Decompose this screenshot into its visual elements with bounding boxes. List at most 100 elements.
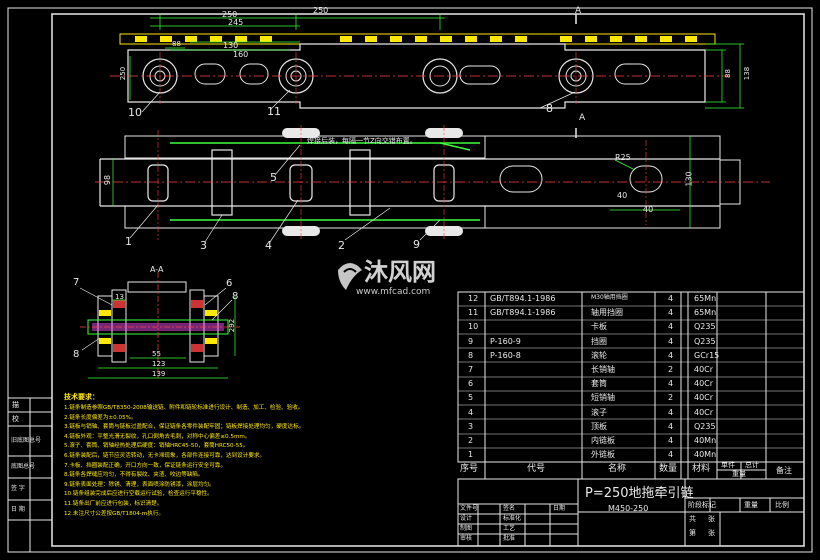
tb-shares: 共 [689, 515, 696, 523]
bom-cell-material: 40Mn [694, 436, 717, 445]
bom-cell-no: 8 [468, 350, 474, 360]
dim-245: 245 [228, 18, 244, 27]
tb-draw: 制图 [460, 525, 473, 532]
dim-40a: 40 [643, 205, 654, 214]
tb-date: 日期 [553, 505, 566, 512]
tech-requirements: 1.链条制造参照GB/T8350-2008输送链、附件和链轮标准进行设计、制造、… [64, 404, 454, 519]
dim-292: 292 [228, 318, 237, 333]
bom-cell-material: GCr15 [694, 350, 720, 360]
callout-10: 10 [128, 106, 142, 119]
bom-cell-code: P-160-8 [490, 350, 521, 360]
bom-cell-qty: 4 [668, 308, 674, 318]
bom-header-weight: 重量 [732, 470, 746, 478]
section-marker-a-bottom: A [579, 113, 586, 123]
bom-row-lines [458, 305, 804, 449]
bom-cell-name: 轴用挡圈 [591, 308, 623, 318]
callout-4: 4 [265, 239, 272, 252]
callout-1: 1 [125, 235, 132, 248]
tb-sheet-label: 张 [708, 515, 715, 523]
watermark-brand: 沐风网 [364, 258, 436, 286]
callout-7: 7 [73, 277, 80, 288]
callout-9: 9 [413, 238, 420, 251]
titleblock-grid [457, 478, 805, 547]
bom-cell-material: Q235 [694, 336, 716, 346]
drawing-title: P=250地拖牵引链 [585, 486, 694, 501]
bom-cell-material: 65Mn [694, 294, 717, 303]
tech-line: 8.链条各焊缝应均匀，不得有裂纹、夹渣、咬边等缺陷。 [64, 472, 204, 479]
bom-cell-qty: 4 [668, 322, 674, 332]
tech-line: 7.卡板、挡圈装配正确，开口方向一致，保证链条运行安全可靠。 [64, 462, 226, 469]
tech-line: 2.链条长度偏差为±0.05%。 [64, 414, 137, 421]
strip-trace: 描 [12, 401, 19, 409]
dim-250-top: 250 [313, 6, 329, 15]
section-title: A-A [150, 265, 164, 274]
bom-header-remark: 备注 [776, 466, 792, 475]
bom-cell-qty: 4 [668, 294, 674, 303]
bom-cell-material: 40Cr [694, 365, 714, 374]
dim-160: 160 [233, 50, 249, 59]
bom-cell-name: 滚子 [591, 407, 607, 417]
bom-header-code: 代号 [527, 464, 546, 474]
bom-cell-material: 40Cr [694, 393, 714, 403]
bom-cell-qty: 4 [668, 436, 674, 445]
tb-weight: 重量 [744, 501, 758, 509]
tech-title: 技术要求： [64, 393, 99, 401]
tech-line: 5.滚子、套筒、销轴经热处理后硬度：销轴HRC45-50，套筒HRC50-55。 [64, 443, 249, 450]
bom-cell-qty: 4 [668, 421, 674, 431]
strip-sign: 签 字 [11, 485, 25, 492]
dim-130: 130 [223, 41, 239, 50]
bom-cell-no: 3 [468, 421, 474, 431]
bom-cell-name: 短销轴 [591, 393, 615, 403]
bom-cell-material: Q235 [694, 322, 716, 332]
tech-line: 10.链条组装完成后应进行空载运行试验，检查运行平稳性。 [64, 491, 213, 498]
bom-cell-material: 65Mn [694, 308, 717, 318]
section-marker-a-top: A [575, 6, 582, 16]
bom-cell-no: 10 [468, 322, 479, 332]
bom-cell-qty: 4 [668, 350, 674, 360]
dim-55: 55 [152, 350, 161, 358]
callout-6: 6 [226, 278, 233, 289]
bom-cell-qty: 4 [668, 336, 674, 346]
bom-cell-name: 滚轮 [591, 350, 607, 360]
bom-cell-qty: 2 [668, 393, 674, 403]
bom-cell-no: 12 [468, 294, 479, 303]
tb-stage: 阶段标记 [688, 501, 716, 509]
tech-line: 1.链条制造参照GB/T8350-2008输送链、附件和链轮标准进行设计、制造、… [64, 405, 304, 411]
dim-139: 139 [152, 370, 166, 378]
bom-cell-name: M30轴用挡圈 [591, 294, 628, 301]
bom-header-total-weight: 总计 [745, 461, 759, 469]
bom-cell-code: GB/T894.1-1986 [490, 294, 556, 303]
bom-cell-no: 7 [468, 365, 474, 374]
watermark-logo [338, 263, 362, 290]
callout-8-sec-bottom: 8 [73, 349, 80, 360]
bom-cell-no: 9 [468, 336, 474, 346]
dim-138: 138 [743, 66, 752, 81]
dim-130-mid: 130 [684, 171, 694, 187]
dim-13: 13 [115, 293, 124, 301]
callout-8-top: 8 [546, 102, 553, 115]
tb-sign: 签名 [503, 505, 516, 512]
tb-craft: 工艺 [503, 525, 516, 532]
tech-line: 12.未注尺寸公差按GB/T1804-m执行。 [64, 510, 165, 517]
tb-design: 设计 [460, 515, 473, 522]
bom-cell-no: 6 [468, 379, 474, 389]
tb-std: 标准化 [503, 515, 522, 522]
bom-cell-code: P-160-9 [490, 336, 521, 346]
dim-88: 88 [172, 40, 181, 48]
bom-header-material: 材料 [692, 464, 711, 474]
bom-cell-name: 顶板 [591, 421, 607, 431]
watermark-url: www.mfcad.com [356, 287, 431, 297]
bom-cell-no: 1 [468, 450, 474, 460]
bom-cell-no: 4 [468, 407, 474, 417]
top-view [110, 14, 744, 138]
bom-cell-qty: 4 [668, 379, 674, 389]
tech-line: 9.链条表面处理：除锈、清理，表面喷涂防锈漆，涂层均匀。 [64, 481, 215, 488]
drawing-code: M450-250 [608, 504, 649, 513]
bom-cell-name: 套筒 [591, 379, 607, 389]
bom-header-name: 名称 [608, 464, 627, 474]
tech-line: 4.链板外观：平整光滑无裂纹，孔口倒角去毛刺，对称中心偏差≤0.5mm。 [64, 433, 251, 440]
callout-11: 11 [267, 105, 281, 118]
bom-cell-material: 40Cr [694, 379, 714, 389]
